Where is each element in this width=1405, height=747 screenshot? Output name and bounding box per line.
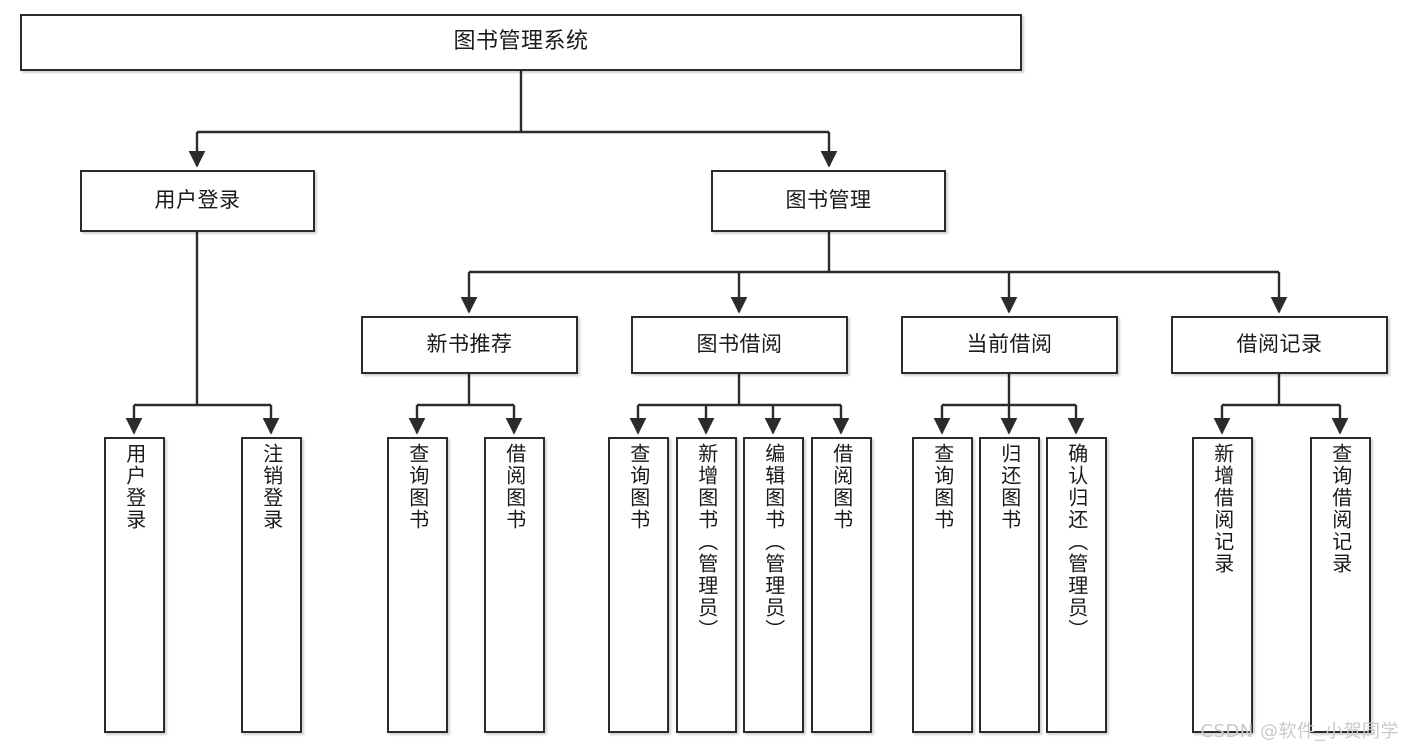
leaf-new-book-borrow-book[interactable]: 借阅图书 xyxy=(484,437,545,733)
leaf-borrow-records-query-record[interactable]: 查询借阅记录 xyxy=(1310,437,1371,733)
node-label: 用户登录 xyxy=(154,188,241,213)
node-label: 用户登录 xyxy=(122,443,147,531)
node-book-management[interactable]: 图书管理 xyxy=(711,170,946,232)
node-label: 编辑图书（管理员） xyxy=(761,443,786,641)
node-label: 注销登录 xyxy=(259,443,284,531)
node-root-book-management-system[interactable]: 图书管理系统 xyxy=(20,14,1022,71)
leaf-new-book-query-book[interactable]: 查询图书 xyxy=(387,437,448,733)
node-borrow-records[interactable]: 借阅记录 xyxy=(1171,316,1388,374)
leaf-book-borrow-edit-book-admin[interactable]: 编辑图书（管理员） xyxy=(743,437,804,733)
node-label: 借阅记录 xyxy=(1236,332,1323,357)
leaf-book-borrow-borrow-book[interactable]: 借阅图书 xyxy=(811,437,872,733)
leaf-user-login-logout[interactable]: 注销登录 xyxy=(241,437,302,733)
node-label: 查询图书 xyxy=(930,443,955,531)
node-label: 查询借阅记录 xyxy=(1328,443,1353,575)
leaf-book-borrow-query-book[interactable]: 查询图书 xyxy=(608,437,669,733)
node-label: 借阅图书 xyxy=(829,443,854,531)
node-new-book-recommend[interactable]: 新书推荐 xyxy=(361,316,578,374)
leaf-current-borrow-query-book[interactable]: 查询图书 xyxy=(912,437,973,733)
leaf-borrow-records-add-record[interactable]: 新增借阅记录 xyxy=(1192,437,1253,733)
node-label: 新增图书（管理员） xyxy=(694,443,719,641)
node-user-login[interactable]: 用户登录 xyxy=(80,170,315,232)
leaf-current-borrow-return-book[interactable]: 归还图书 xyxy=(979,437,1040,733)
node-label: 当前借阅 xyxy=(966,332,1053,357)
node-current-borrow[interactable]: 当前借阅 xyxy=(901,316,1118,374)
node-book-borrow[interactable]: 图书借阅 xyxy=(631,316,848,374)
node-label: 新书推荐 xyxy=(426,332,513,357)
leaf-book-borrow-add-book-admin[interactable]: 新增图书（管理员） xyxy=(676,437,737,733)
node-label: 借阅图书 xyxy=(502,443,527,531)
node-label: 图书管理系统 xyxy=(453,29,589,55)
node-label: 图书借阅 xyxy=(696,332,783,357)
node-label: 图书管理 xyxy=(785,188,872,213)
leaf-user-login-login[interactable]: 用户登录 xyxy=(104,437,165,733)
node-label: 归还图书 xyxy=(997,443,1022,531)
node-label: 查询图书 xyxy=(626,443,651,531)
watermark-csdn: CSDN @软件_小贺同学 xyxy=(1200,721,1399,742)
node-label: 新增借阅记录 xyxy=(1210,443,1235,575)
leaf-current-borrow-confirm-return-admin[interactable]: 确认归还（管理员） xyxy=(1046,437,1107,733)
node-label: 查询图书 xyxy=(405,443,430,531)
node-label: 确认归还（管理员） xyxy=(1064,443,1089,641)
